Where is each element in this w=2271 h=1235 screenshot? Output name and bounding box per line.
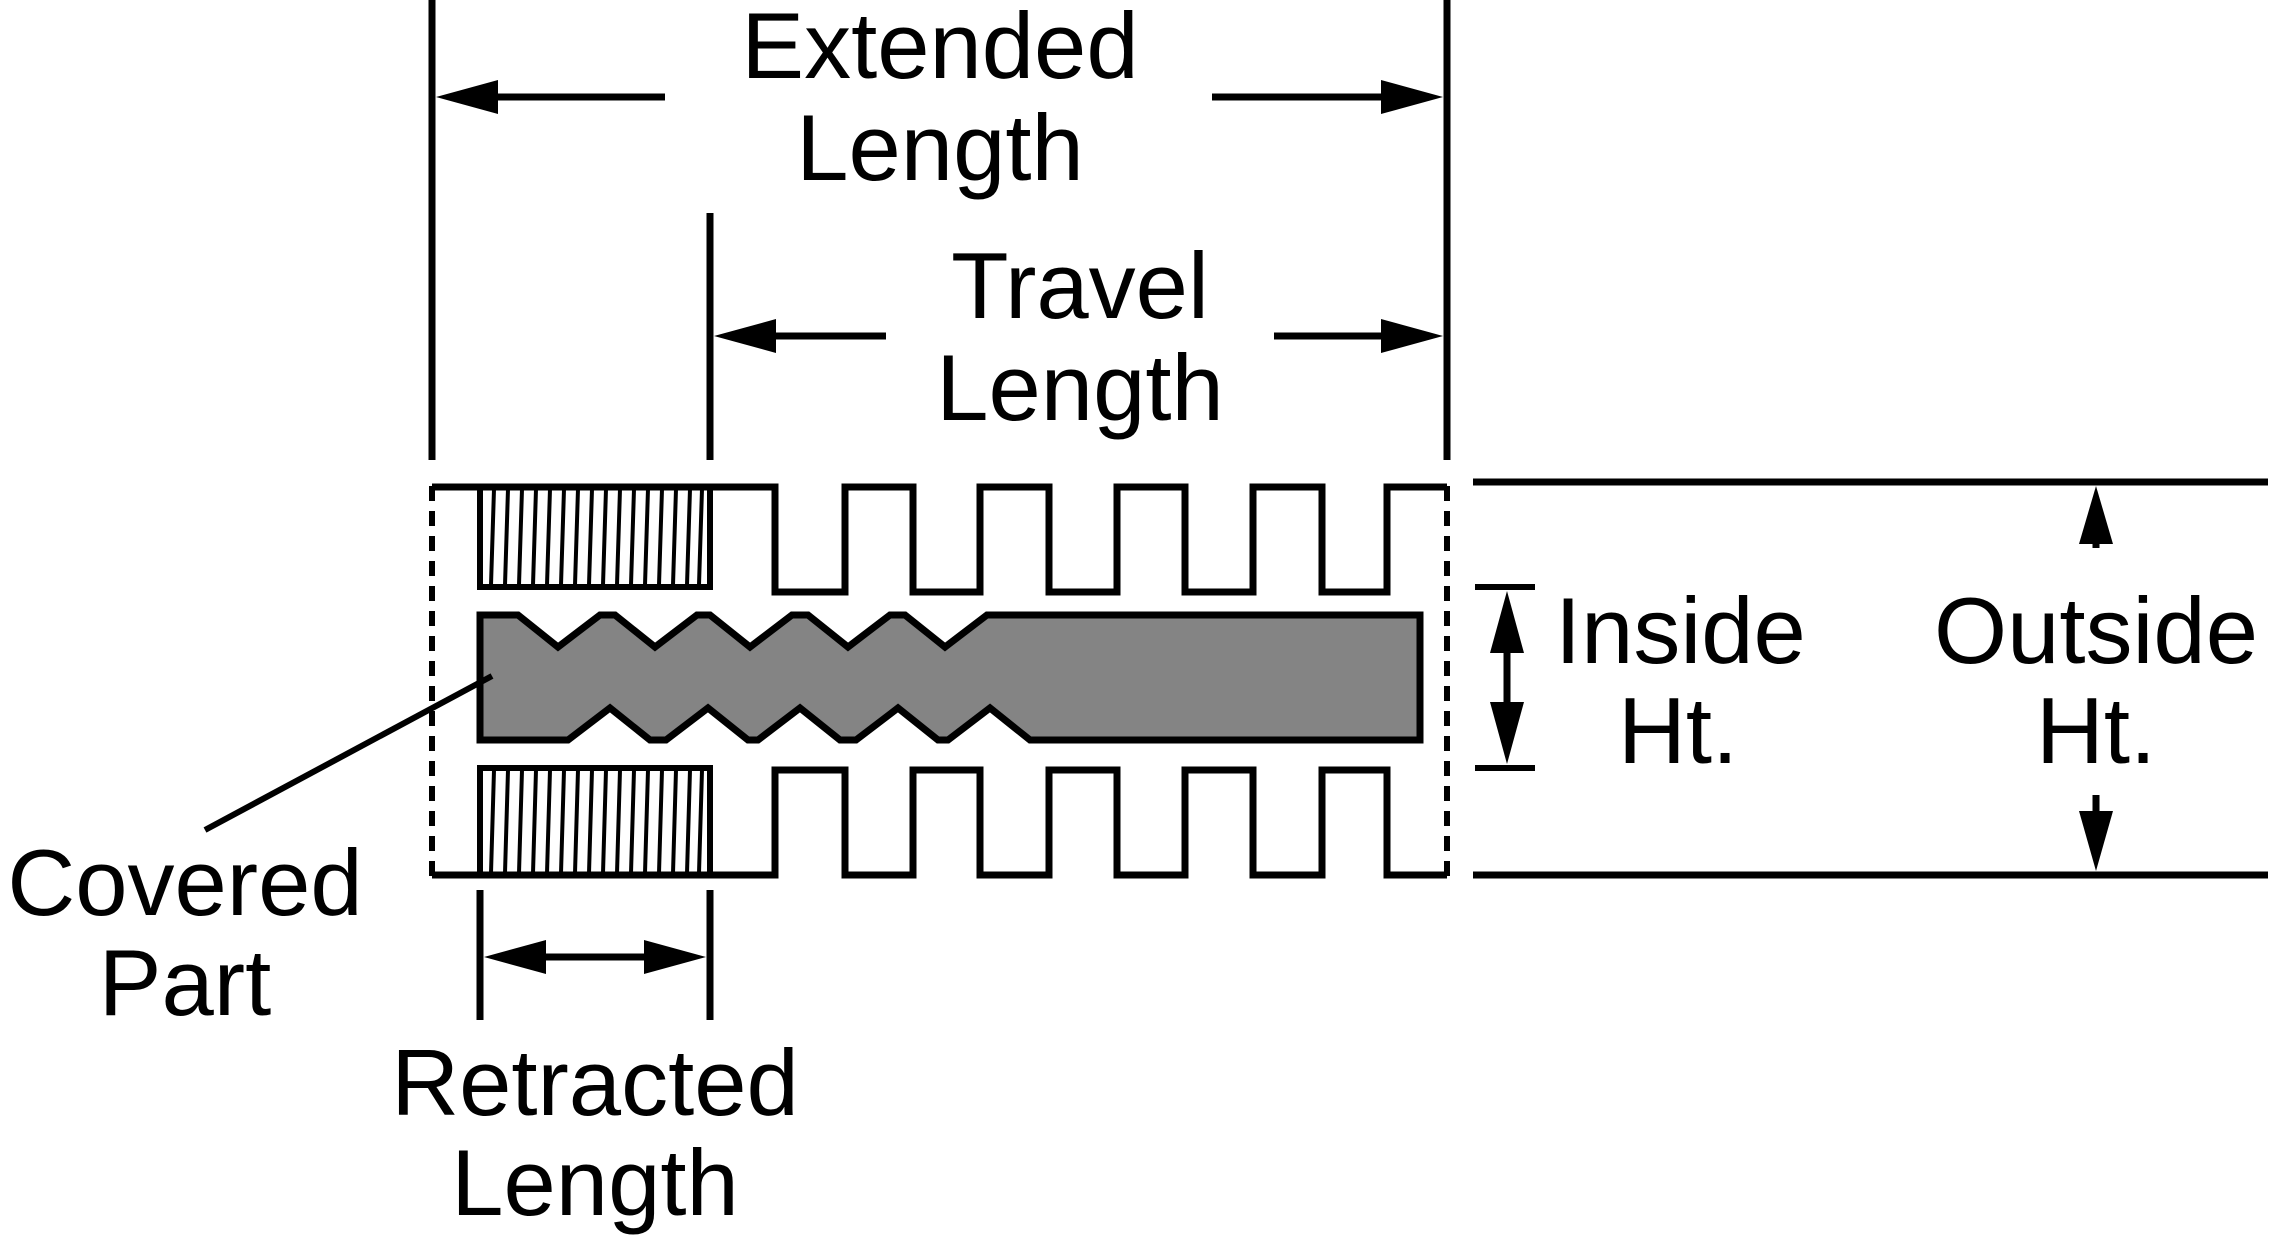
travel-label-line2: Length xyxy=(936,335,1224,440)
extended-right-arrowhead xyxy=(1381,80,1443,114)
covered-part-shape xyxy=(476,611,1424,744)
travel-label-line1: Travel xyxy=(951,233,1209,338)
top-bellows-outline xyxy=(432,483,1447,596)
outside-top-arrowhead xyxy=(2079,486,2113,544)
top-compressed-pleats xyxy=(477,484,713,590)
retracted-label-line1: Retracted xyxy=(391,1030,799,1135)
retracted-length-dimension: Retracted Length xyxy=(391,890,799,1235)
inside-label-line1: Inside xyxy=(1555,578,1806,683)
inside-bottom-arrowhead xyxy=(1490,702,1524,764)
inside-label-line2: Ht. xyxy=(1618,678,1738,783)
covered-label-line2: Part xyxy=(99,930,271,1035)
outside-label-line1: Outside xyxy=(1934,578,2258,683)
retracted-right-arrowhead xyxy=(644,940,706,974)
extended-left-arrowhead xyxy=(436,80,498,114)
extended-label-line2: Length xyxy=(796,95,1084,200)
travel-length-dimension: Travel Length xyxy=(706,213,1443,460)
travel-left-arrowhead xyxy=(714,319,776,353)
bellows-boundary-dashed xyxy=(429,486,1450,876)
covered-part-callout: Covered Part xyxy=(7,673,494,1035)
covered-label-line1: Covered xyxy=(7,830,362,935)
outside-bottom-arrowhead xyxy=(2079,811,2113,871)
inside-height-dimension: Inside Ht. xyxy=(1475,578,1806,783)
bottom-bellows-outline xyxy=(432,766,1447,879)
retracted-left-arrowhead xyxy=(484,940,546,974)
outside-height-dimension: Outside Ht. xyxy=(1473,478,2268,879)
top-pleat-lines xyxy=(489,488,704,586)
bottom-compressed-pleats xyxy=(477,765,713,878)
inside-top-arrowhead xyxy=(1490,591,1524,653)
bellows-top-wall xyxy=(432,483,1447,596)
bottom-pleat-lines xyxy=(489,769,704,874)
bellows-bottom-wall xyxy=(432,765,1447,879)
covered-part-leader-line xyxy=(203,673,494,833)
retracted-label-line2: Length xyxy=(451,1130,739,1235)
extended-length-dimension: Extended Length xyxy=(428,0,1451,460)
outside-label-line2: Ht. xyxy=(2036,678,2156,783)
extended-label-line1: Extended xyxy=(741,0,1138,98)
travel-right-arrowhead xyxy=(1381,319,1443,353)
